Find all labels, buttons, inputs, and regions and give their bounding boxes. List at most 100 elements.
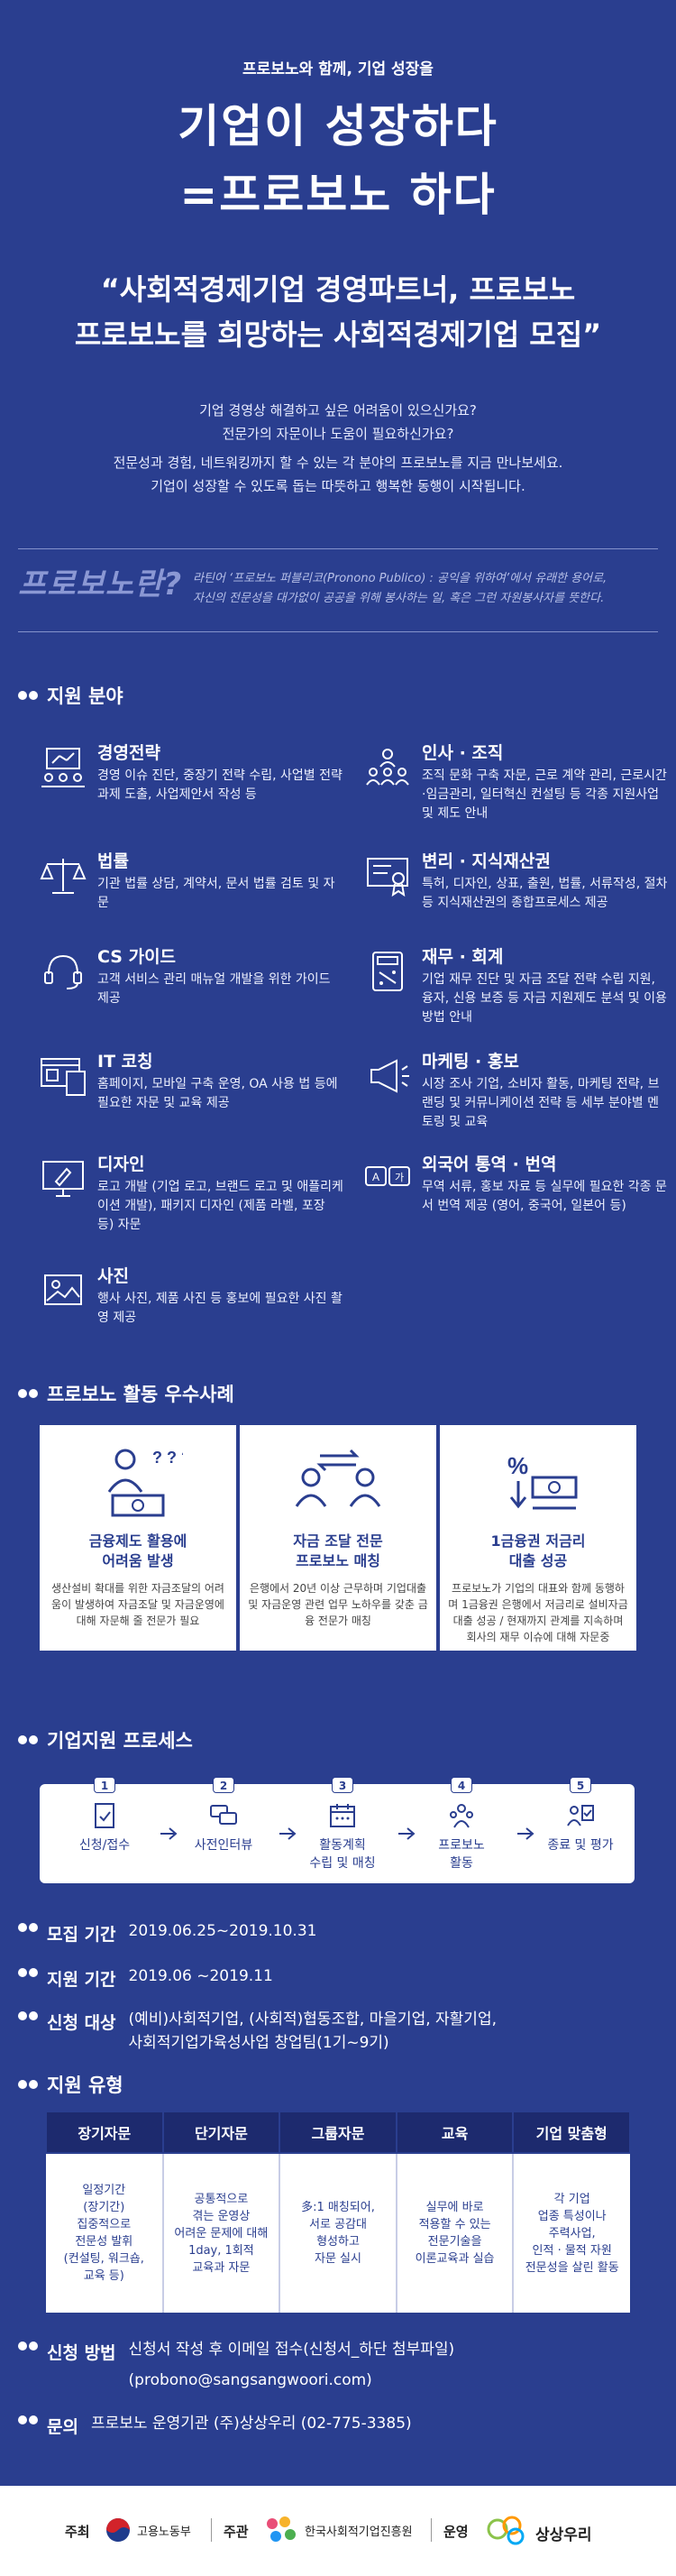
field-title: 인사 · 조직	[422, 743, 504, 763]
headset-icon	[44, 954, 82, 989]
field-desc: 시장 조사 기업, 소비자 활동, 마케팅 전략, 브랜딩 및 커뮤니케이션 전…	[422, 1077, 660, 1129]
field-desc: 기업 재무 진단 및 자금 조달 전략 수립 지원, 융자, 신용 보증 등 자…	[422, 972, 667, 1025]
bullet-icon	[18, 2340, 41, 2352]
field-desc: 무역 서류, 홍보 자료 등 실무에 필요한 각종 문서 번역 제공 (영어, …	[422, 1180, 667, 1213]
apply-method-row: 신청 방법 신청서 작성 후 이메일 접수(신청서_하단 첨부파일) (prob…	[18, 2340, 454, 2392]
process-heading: 기업지원 프로세스	[18, 1726, 193, 1753]
table-header: 단기자문	[161, 2111, 281, 2154]
megaphone-icon	[370, 1059, 409, 1093]
step-number: 4	[451, 1777, 472, 1793]
apply-method-value: 신청서 작성 후 이메일 접수(신청서_하단 첨부파일) (probono@sa…	[129, 2338, 455, 2392]
case-title: 자금 조달 전문 프로보노 매칭	[293, 1532, 383, 1569]
step-number: 3	[332, 1777, 353, 1793]
process-step-2: 2 사전인터뷰	[169, 1777, 278, 1885]
step-label: 종료 및 평가	[547, 1838, 614, 1853]
intro-line: 전문성과 경험, 네트워킹까지 할 수 있는 각 분야의 프로보노를 지금 만나…	[113, 455, 563, 471]
divider	[18, 631, 658, 632]
divider	[18, 548, 658, 549]
bullet-icon	[18, 1387, 41, 1400]
organizer-org: 한국사회적기업진흥원	[305, 2525, 413, 2539]
contact-value: 프로보노 운영기관 (주)상상우리 (02-775-3385)	[90, 2415, 412, 2433]
translate-icon: A 가	[365, 1166, 410, 1186]
process-box	[40, 1784, 635, 1883]
svg-text:? ? ?: ? ? ?	[152, 1449, 183, 1467]
arrow-right-icon	[160, 1827, 178, 1840]
bullet-icon	[18, 1734, 41, 1746]
step-number: 2	[213, 1777, 234, 1793]
field-title: 외국어 통역 · 번역	[422, 1155, 557, 1174]
pronobo-definition-text: 라틴어 ‘프로보노 퍼블리코(Pronono Publico) : 공익을 위하…	[193, 572, 607, 585]
step-number: 5	[570, 1777, 591, 1793]
field-title: 변리 · 지식재산권	[422, 851, 551, 871]
case-title: 1금융권 저금리 대출 성공	[490, 1532, 586, 1569]
bullet-icon	[18, 689, 41, 702]
cases-heading: 프로보노 활동 우수사례	[18, 1380, 234, 1407]
organizer-label: 주관	[224, 2524, 249, 2540]
organizer-logo-icon	[267, 2516, 296, 2542]
arrow-right-icon	[279, 1827, 297, 1840]
process-step-1: 1 신청/접수	[50, 1777, 159, 1885]
field-desc: 경영 이슈 진단, 중장기 전략 수립, 사업별 전략과제 도출, 사업제안서 …	[97, 768, 343, 802]
table-header: 그룹자문	[279, 2111, 397, 2154]
arrow-right-icon	[398, 1827, 416, 1840]
meeting-icon	[41, 748, 85, 787]
process-step-4: 4 프로보노 활동	[407, 1777, 516, 1885]
case-title: 금융제도 활용에 어려움 발생	[88, 1532, 187, 1569]
host-label: 주최	[65, 2524, 90, 2540]
arrow-right-icon	[517, 1827, 534, 1840]
evaluation-icon	[567, 1805, 594, 1826]
case-card-1: ? ? ? 금융제도 활용에 어려움 발생 생산설비 확대를 위한 자금조달의 …	[40, 1425, 236, 1651]
table-header: 기업 맞춤형	[512, 2111, 631, 2154]
bullet-icon	[18, 1921, 41, 1934]
calculator-icon	[372, 952, 403, 991]
target-row: 신청 대상 (예비)사회적기업, (사회적)협동조합, 마을기업, 자활기업, …	[18, 2010, 497, 2055]
field-desc: 기관 법률 상담, 계약서, 문서 법률 검토 및 자문	[97, 877, 335, 910]
bullet-icon	[18, 2078, 41, 2091]
field-desc: 고객 서비스 관리 매뉴얼 개발을 위한 가이드 제공	[97, 972, 331, 1006]
step-label: 신청/접수	[78, 1838, 131, 1853]
certificate-icon	[367, 858, 408, 897]
operator-label: 운영	[443, 2524, 469, 2540]
operator-logo-icon	[487, 2516, 525, 2545]
svg-text:%: %	[507, 1452, 528, 1479]
chat-icon	[210, 1805, 237, 1825]
apply-email-link[interactable]: (probono@sangsangwoori.com)	[128, 2371, 372, 2389]
field-desc: 행사 사진, 제품 사진 등 홍보에 필요한 사진 촬영 제공	[97, 1292, 343, 1325]
process-step-3: 3 활동계획 수립 및 매칭	[288, 1777, 397, 1885]
intro-line: 기업 경영상 해결하고 싶은 어려움이 있으신가요?	[199, 402, 477, 419]
quote-line1: “사회적경제기업 경영파트너, 프로보노	[100, 272, 576, 307]
target-label: 신청 대상	[47, 2013, 116, 2033]
intro-line: 기업이 성장할 수 있도록 돕는 따뜻하고 행복한 동행이 시작됩니다.	[151, 478, 525, 494]
apply-method-label: 신청 방법	[47, 2343, 116, 2363]
process-step-5: 5 종료 및 평가	[526, 1777, 635, 1885]
quote-line2: 프로보노를 희망하는 사회적경제기업 모집”	[74, 317, 602, 352]
contact-row: 문의 프로보노 운영기관 (주)상상우리 (02-775-3385)	[18, 2414, 412, 2438]
field-title: 사진	[97, 1266, 129, 1286]
monitor-design-icon	[42, 1161, 84, 1197]
operator-org: 상상우리	[535, 2526, 592, 2544]
support-period-value: 2019.06 ~2019.11	[128, 1967, 273, 1985]
step-label: 사전인터뷰	[194, 1838, 253, 1853]
field-desc: 조직 문화 구축 자문, 근로 계약 관리, 근로시간·임금관리, 일터혁신 컨…	[422, 768, 667, 821]
case-card-2: 자금 조달 전문 프로보노 매칭 은행에서 20년 이상 근무하며 기업대출 및…	[240, 1425, 436, 1651]
field-title: IT 코칭	[97, 1052, 153, 1072]
contact-label: 문의	[47, 2417, 78, 2437]
field-title: 재무 · 회계	[422, 947, 504, 967]
step-label: 프로보노 활동	[438, 1838, 485, 1871]
table-header: 교육	[395, 2111, 515, 2154]
divider	[211, 2518, 212, 2542]
field-title: CS 가이드	[97, 947, 177, 967]
low-rate-icon: %	[507, 1452, 578, 1510]
field-title: 마케팅 · 홍보	[422, 1052, 519, 1072]
recruit-period-value: 2019.06.25~2019.10.31	[128, 1922, 317, 1940]
bullet-icon	[18, 2414, 41, 2426]
table-header: 장기자문	[45, 2111, 164, 2154]
field-title: 경영전략	[97, 743, 160, 763]
types-heading: 지원 유형	[18, 2071, 123, 2098]
